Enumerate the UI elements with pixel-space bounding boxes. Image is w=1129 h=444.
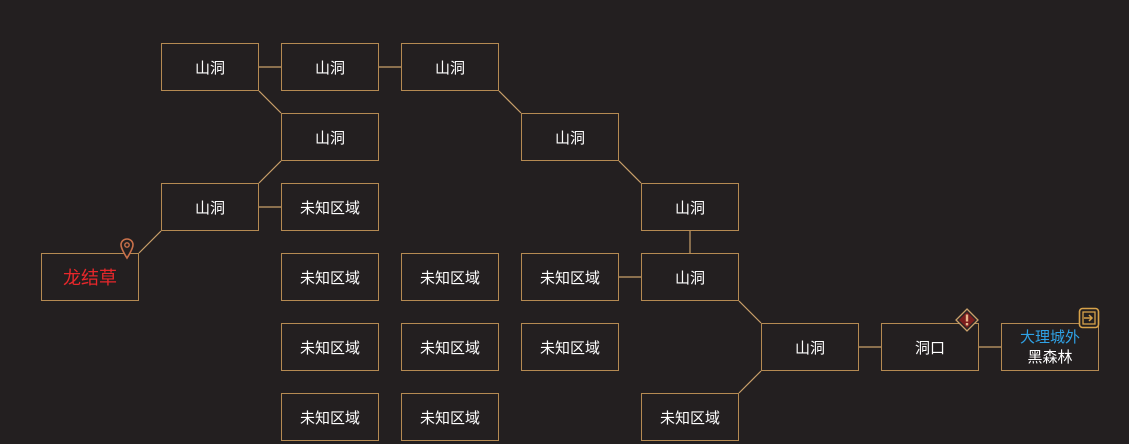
map-node-cave[interactable]: 山洞 bbox=[641, 253, 739, 301]
link-cave6-cave7 bbox=[618, 160, 642, 184]
map-node-cave[interactable]: 山洞 bbox=[401, 43, 499, 91]
link-cave4-cave5 bbox=[258, 160, 282, 184]
map-node-unknown-region[interactable]: 未知区域 bbox=[641, 393, 739, 441]
map-node-unknown-region[interactable]: 未知区域 bbox=[521, 323, 619, 371]
warning-diamond-icon bbox=[955, 308, 979, 332]
map-node-cave[interactable]: 山洞 bbox=[161, 183, 259, 231]
exit-door-icon[interactable] bbox=[1078, 307, 1100, 329]
map-node-exit[interactable]: 大理城外 黑森林 bbox=[1001, 323, 1099, 371]
link-cave9-unknown9 bbox=[738, 370, 762, 394]
map-node-current-location[interactable]: 龙结草 bbox=[41, 253, 139, 301]
exit-region-label: 大理城外 bbox=[1019, 328, 1080, 346]
map-node-unknown-region[interactable]: 未知区域 bbox=[521, 253, 619, 301]
map-node-cave[interactable]: 山洞 bbox=[281, 113, 379, 161]
link-cave1-cave4 bbox=[258, 90, 282, 114]
map-node-unknown-region[interactable]: 未知区域 bbox=[401, 253, 499, 301]
map-node-unknown-region[interactable]: 未知区域 bbox=[281, 393, 379, 441]
map-node-cave-entrance[interactable]: 洞口 bbox=[881, 323, 979, 371]
exit-name-label: 黑森林 bbox=[1027, 348, 1073, 366]
link-cave5-current bbox=[138, 230, 162, 254]
map-node-cave[interactable]: 山洞 bbox=[641, 183, 739, 231]
map-node-cave[interactable]: 山洞 bbox=[761, 323, 859, 371]
map-node-unknown-region[interactable]: 未知区域 bbox=[281, 323, 379, 371]
map-node-unknown-region[interactable]: 未知区域 bbox=[281, 183, 379, 231]
map-node-cave[interactable]: 山洞 bbox=[161, 43, 259, 91]
map-node-cave[interactable]: 山洞 bbox=[521, 113, 619, 161]
map-node-unknown-region[interactable]: 未知区域 bbox=[281, 253, 379, 301]
link-cave8-cave9 bbox=[738, 300, 762, 324]
location-pin-icon bbox=[120, 238, 134, 260]
map-node-unknown-region[interactable]: 未知区域 bbox=[401, 393, 499, 441]
link-cave3-cave6 bbox=[498, 90, 522, 114]
map-node-unknown-region[interactable]: 未知区域 bbox=[401, 323, 499, 371]
map-node-cave[interactable]: 山洞 bbox=[281, 43, 379, 91]
